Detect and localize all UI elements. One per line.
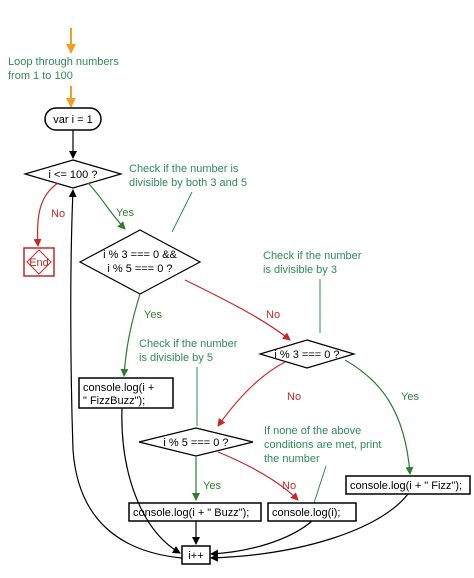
edge-print-incr [210,520,313,558]
loop-condition-label: i <= 100 ? [49,169,98,181]
loop-note-line1: Loop through numbers [8,56,119,68]
edge-five-no-label: No [282,480,296,492]
edge-both-no-label: No [266,309,280,321]
five-condition-label: i % 5 === 0 ? [163,437,228,449]
note-three-line2: is divisible by 3 [263,264,337,276]
edge-three-yes-label: Yes [401,391,419,403]
edge-loop-no-label: No [51,208,65,220]
three-condition-node [257,339,357,369]
end-node-inner [26,249,52,275]
note-none-line3: the number [264,453,320,465]
buzz-node [128,502,262,522]
loop-condition-node [22,159,124,189]
edge-fizz-incr [210,493,409,562]
edge-three-no-label: No [287,391,301,403]
three-condition-label: i % 3 === 0 ? [274,349,339,361]
edge-five-yes-label: Yes [203,480,221,492]
edge-loop-yes-label: Yes [116,207,134,219]
edge-both-no [184,279,291,341]
note-none-pointer [313,465,327,504]
edge-fizzbuzz-incr [121,407,181,554]
edge-five-no [217,451,299,501]
fizzbuzz-line2: " FizzBuzz"); [83,395,145,407]
edge-loop-yes [87,182,126,230]
note-five-line1: Check if the number [139,338,238,350]
note-both-line2: divisible by both 3 and 5 [129,177,247,189]
fizzbuzz-node [78,377,174,409]
edge-three-yes [344,359,414,475]
fizzbuzz-line1: console.log(i + [83,382,154,394]
edge-both-yes-label: Yes [144,309,162,321]
both-condition-line1: i % 3 === 0 && [103,249,177,261]
edge-loop-no [33,182,59,247]
increment-label: i++ [188,550,203,562]
both-condition-node [78,229,202,295]
init-label: var i = 1 [53,114,92,126]
note-none-line1: If none of the above [264,425,361,437]
edge-both-yes [120,293,141,377]
note-five-line2: is divisible by 5 [139,352,213,364]
end-node [23,247,55,277]
buzz-label: console.log(i + " Buzz"); [133,507,249,519]
both-condition-line2: i % 5 === 0 ? [107,263,172,275]
note-three-line1: Check if the number [263,250,362,262]
note-both-line1: Check if the number is [129,163,239,175]
note-none-line2: conditions are met, print [264,439,381,451]
loop-note-line2: from 1 to 100 [8,70,73,82]
print-label: console.log(i); [272,507,340,519]
note-both-pointer [171,191,193,233]
end-label: End [29,257,49,269]
fizz-label: console.log(i + " Fizz"); [350,480,462,492]
edge-incr-loop [68,189,183,559]
increment-node [181,545,211,565]
edge-three-no [217,361,286,427]
